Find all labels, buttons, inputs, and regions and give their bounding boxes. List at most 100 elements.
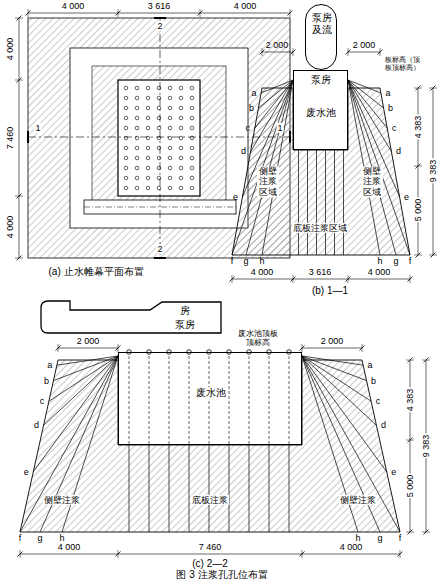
grout-hole-line bbox=[249, 445, 250, 532]
grout-hole-line bbox=[348, 80, 410, 255]
tank-box: 泵房废水池 bbox=[293, 70, 348, 150]
grout-zone bbox=[20, 360, 400, 532]
section-number: 2 bbox=[156, 21, 163, 31]
grout-hole bbox=[124, 86, 128, 90]
grout-hole bbox=[179, 126, 183, 130]
hole-letter: a bbox=[252, 88, 257, 98]
grout-hole-line bbox=[289, 356, 290, 445]
dimension-label: 7 460 bbox=[199, 542, 222, 552]
hole-letter: h bbox=[355, 533, 360, 543]
dimension-tick bbox=[20, 550, 21, 558]
grout-hole bbox=[146, 146, 150, 150]
grout-hole bbox=[135, 156, 139, 160]
grout-hole bbox=[190, 166, 194, 170]
hole-letter: h bbox=[59, 533, 64, 543]
dimension-tick bbox=[414, 166, 422, 167]
grout-hole bbox=[135, 166, 139, 170]
dimension-label: 2 000 bbox=[353, 40, 376, 50]
subfigure-caption: (b) 1—1 bbox=[312, 285, 348, 297]
grout-hole bbox=[179, 86, 183, 90]
dimension-line bbox=[410, 360, 411, 532]
grout-hole bbox=[146, 106, 150, 110]
dimension-tick bbox=[410, 275, 411, 283]
section-number: 2 bbox=[156, 244, 163, 254]
hole-letter: h bbox=[259, 256, 264, 266]
hole-letter: g bbox=[37, 533, 42, 543]
hole-letter: f bbox=[19, 533, 22, 543]
dimension-tick bbox=[348, 48, 349, 56]
zone-label: 侧壁注浆 bbox=[43, 495, 81, 505]
dimension-line bbox=[348, 52, 380, 53]
dimension-label: 4 000 bbox=[234, 1, 257, 11]
dimension-label: 9 383 bbox=[421, 434, 431, 459]
dimension-line bbox=[20, 554, 400, 555]
dimension-label: 4 000 bbox=[340, 542, 363, 552]
node-text: 房 bbox=[180, 305, 190, 317]
hole-letter: b bbox=[388, 103, 393, 113]
grout-hole bbox=[168, 116, 172, 120]
hole-letter: d bbox=[396, 146, 401, 156]
grout-hole-line bbox=[229, 356, 230, 445]
grout-hole bbox=[168, 176, 172, 180]
grout-hole-line bbox=[149, 445, 150, 532]
dimension-tick bbox=[414, 255, 422, 256]
grout-hole-line bbox=[348, 80, 384, 108]
zone-label: 底板注浆 bbox=[191, 495, 229, 505]
grout-hole bbox=[135, 186, 139, 190]
grout-hole-line bbox=[189, 356, 190, 445]
hole-letter: c bbox=[40, 396, 45, 406]
hole-letter: h bbox=[377, 256, 382, 266]
grout-hole bbox=[179, 106, 183, 110]
grout-hole-line bbox=[348, 80, 400, 197]
node-text: 泵房 bbox=[311, 74, 331, 86]
grout-hole bbox=[190, 96, 194, 100]
dimension-tick bbox=[28, 9, 29, 17]
grout-hole bbox=[179, 96, 183, 100]
hole-letter: a bbox=[385, 88, 390, 98]
hole-letter: g bbox=[393, 256, 398, 266]
grout-hole-line bbox=[348, 80, 387, 128]
dimension-label: 3 616 bbox=[148, 1, 171, 11]
grout-hole-line bbox=[269, 445, 270, 532]
dimension-tick bbox=[400, 550, 401, 558]
grout-hole bbox=[146, 166, 150, 170]
grout-hole-line bbox=[20, 356, 118, 532]
dimension-line bbox=[58, 348, 118, 349]
grout-hole bbox=[124, 116, 128, 120]
grout-hole-line bbox=[149, 356, 150, 445]
dimension-line bbox=[232, 279, 410, 280]
grout-hole bbox=[146, 186, 150, 190]
grout-hole-line bbox=[229, 445, 230, 532]
dimension-tick bbox=[406, 440, 414, 441]
grout-hole bbox=[124, 186, 128, 190]
dimension-tick bbox=[293, 275, 294, 283]
dimension-line bbox=[28, 13, 290, 14]
grout-hole bbox=[135, 96, 139, 100]
dimension-line bbox=[302, 348, 362, 349]
dimension-tick bbox=[422, 360, 430, 361]
dimension-label: 3 616 bbox=[309, 267, 332, 277]
grout-hole bbox=[168, 86, 172, 90]
grout-hole-line bbox=[249, 356, 250, 445]
grout-hole-line bbox=[334, 150, 335, 255]
grout-hole-line bbox=[62, 356, 118, 532]
dimension-tick bbox=[290, 9, 291, 17]
grout-hole bbox=[190, 126, 194, 130]
grout-hole bbox=[124, 126, 128, 130]
dimension-tick bbox=[232, 275, 233, 283]
hole-letter: b bbox=[371, 375, 376, 385]
grout-hole bbox=[124, 166, 128, 170]
grout-hole bbox=[124, 106, 128, 110]
dimension-tick bbox=[200, 9, 201, 17]
hole-letter: c bbox=[376, 396, 381, 406]
grout-hole bbox=[146, 176, 150, 180]
section-number: 1 bbox=[276, 123, 283, 133]
grout-hole bbox=[135, 106, 139, 110]
grout-hole bbox=[135, 146, 139, 150]
dimension-tick bbox=[302, 344, 303, 352]
dimension-tick bbox=[262, 48, 263, 56]
dimension-tick bbox=[429, 255, 437, 256]
drawing bbox=[15, 9, 437, 558]
grout-hole-line bbox=[302, 356, 387, 472]
dimension-label: 4 000 bbox=[5, 38, 15, 61]
